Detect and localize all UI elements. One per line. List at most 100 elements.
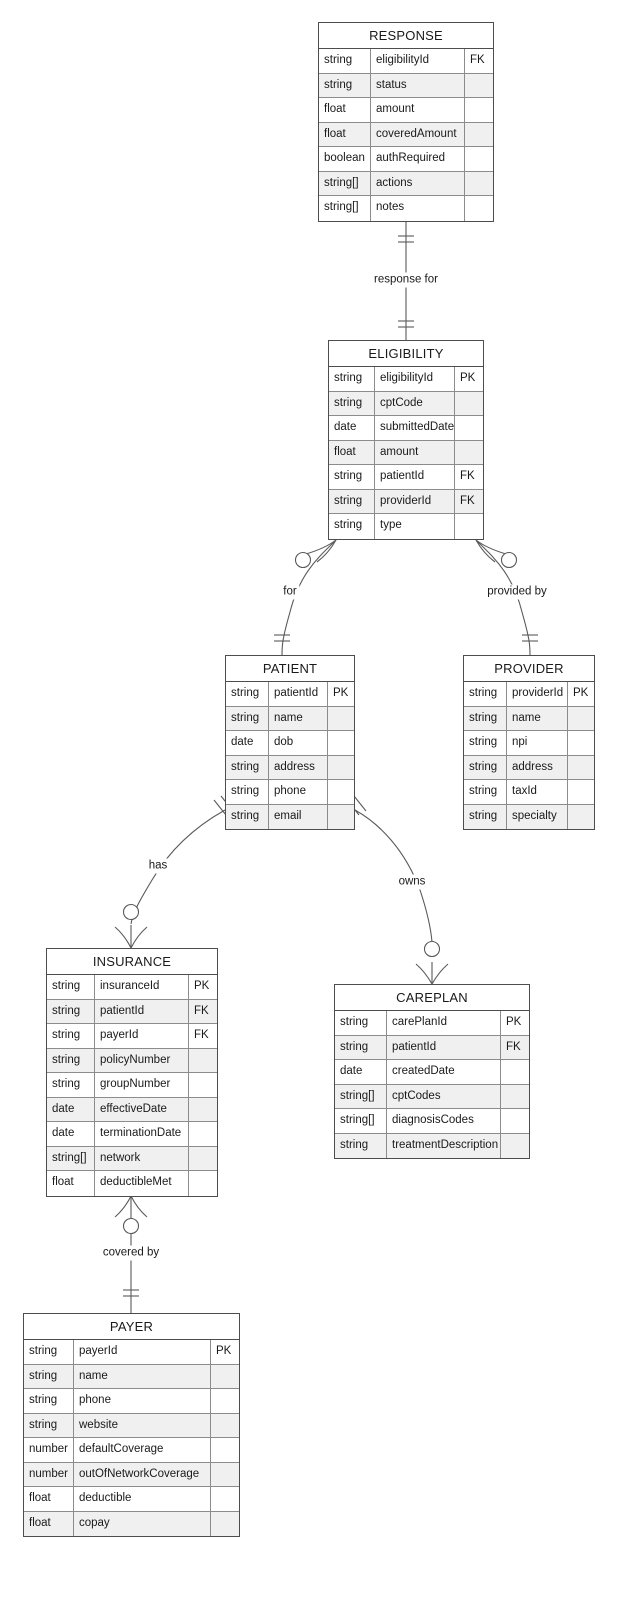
attribute-type: string — [226, 682, 269, 706]
attribute-type: date — [335, 1060, 387, 1084]
attribute-type: string[] — [335, 1084, 387, 1108]
attribute-key-badge: PK — [573, 687, 589, 699]
attribute-key-badge — [568, 780, 594, 804]
attribute-key-badge: PK — [333, 687, 349, 699]
attribute-name: npi — [507, 731, 568, 755]
attribute-key-badge — [211, 1438, 239, 1462]
relationship-label-provided-by: provided by — [484, 584, 550, 600]
attribute-type: date — [47, 1097, 95, 1121]
attribute-key-badge: PK — [506, 1016, 522, 1028]
attribute-row[interactable]: string[]cptCodes — [335, 1084, 529, 1109]
attribute-key-badge — [465, 147, 493, 171]
relationship-label-has: has — [145, 858, 171, 874]
attribute-type: string — [24, 1389, 74, 1413]
attribute-name: website — [74, 1413, 211, 1437]
attribute-name: patientId — [95, 999, 189, 1023]
attribute-name: email — [269, 804, 328, 829]
attribute-type: float — [24, 1511, 74, 1536]
attribute-name: submittedDate — [375, 416, 455, 440]
attribute-type: string — [47, 1073, 95, 1097]
attribute-key-badge: FK — [194, 1029, 209, 1041]
entity-title-provider: PROVIDER — [464, 656, 594, 682]
attribute-row[interactable]: string[]diagnosisCodes — [335, 1109, 529, 1134]
attribute-name: network — [95, 1146, 189, 1170]
attribute-type: string[] — [319, 196, 371, 221]
attribute-row[interactable]: string[]actions — [319, 171, 493, 196]
attribute-name: terminationDate — [95, 1122, 189, 1146]
attribute-name: diagnosisCodes — [387, 1109, 501, 1133]
attribute-name: insuranceId — [95, 975, 189, 999]
attribute-name: name — [507, 706, 568, 730]
attribute-key-badge — [465, 171, 493, 195]
attribute-row[interactable]: string[]notes — [319, 196, 493, 221]
attribute-key-badge — [568, 731, 594, 755]
attribute-key-badge — [211, 1364, 239, 1388]
attribute-key-badge — [455, 416, 483, 440]
attribute-name: name — [269, 706, 328, 730]
attribute-type: string[] — [335, 1109, 387, 1133]
attribute-name: amount — [371, 98, 465, 122]
attribute-row[interactable]: string[]network — [47, 1146, 217, 1171]
attribute-key-badge: FK — [460, 470, 475, 482]
attribute-type: float — [319, 122, 371, 146]
attribute-name: policyNumber — [95, 1048, 189, 1072]
attribute-name: createdDate — [387, 1060, 501, 1084]
attribute-type: string[] — [47, 1146, 95, 1170]
attribute-name: providerId — [375, 489, 455, 513]
attribute-name: defaultCoverage — [74, 1438, 211, 1462]
attribute-name: deductibleMet — [95, 1171, 189, 1196]
